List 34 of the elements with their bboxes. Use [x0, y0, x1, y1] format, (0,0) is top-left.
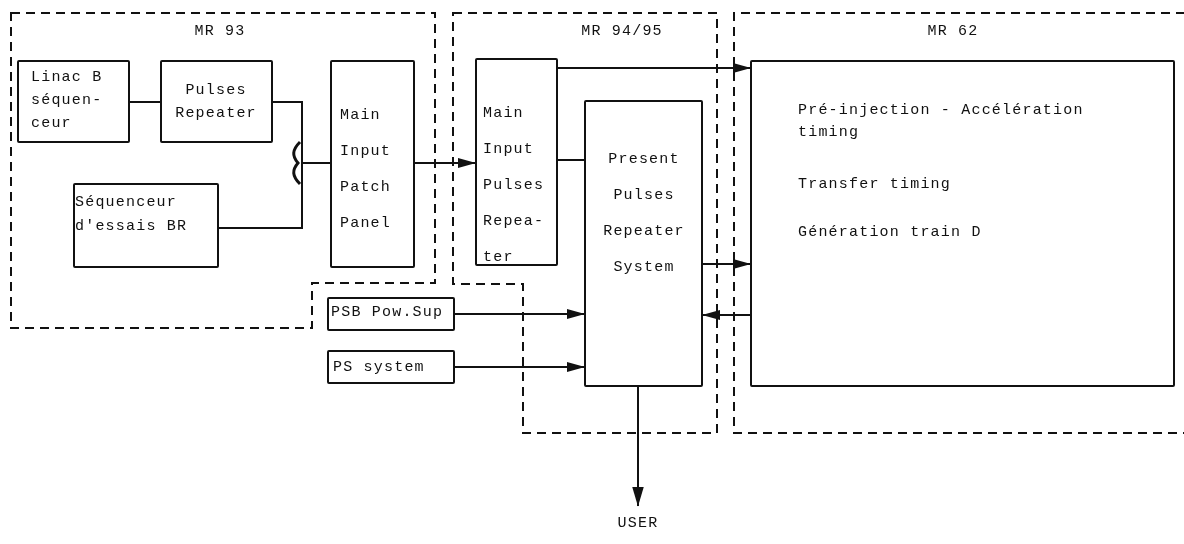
arrow: [702, 259, 751, 269]
arrow: [557, 63, 751, 73]
region-label: MR 62: [926, 22, 980, 42]
arrow: [454, 309, 585, 319]
box-label: Linac B séquen- ceur: [31, 68, 104, 134]
box-label: Present Pulses Repeater System: [602, 150, 686, 278]
process-box: [327, 297, 455, 331]
process-box: [584, 100, 703, 387]
box-label: Pré-injection - Accélération timing: [798, 101, 1085, 143]
process-box: [160, 60, 273, 143]
box-label: PSB Pow.Sup: [331, 303, 445, 323]
process-box: [17, 60, 130, 143]
arrow: [632, 386, 644, 507]
process-box: [327, 350, 455, 384]
output-label: USER: [616, 514, 660, 534]
process-box: [73, 183, 219, 268]
region-label: MR 93: [193, 22, 247, 42]
process-box: [475, 58, 558, 266]
box-label: Transfer timing: [798, 175, 953, 195]
box-label: Main Input Pulses Repea- ter: [483, 104, 546, 268]
connector-line: [557, 159, 585, 161]
arrow: [454, 362, 585, 372]
box-label: Pulses Repeater: [174, 81, 258, 124]
region-label: MR 94/95: [580, 22, 664, 42]
box-label: PS system: [333, 358, 426, 378]
box-label: Séquenceur d'essais BR: [75, 193, 189, 237]
arrow: [702, 310, 751, 320]
connector-line: [129, 101, 161, 103]
box-label: Génération train D: [798, 223, 983, 243]
arrow: [414, 158, 476, 168]
box-label: Main Input Patch Panel: [340, 106, 392, 234]
process-box: [750, 60, 1175, 387]
connector-line: [218, 162, 331, 229]
process-box: [330, 60, 415, 268]
